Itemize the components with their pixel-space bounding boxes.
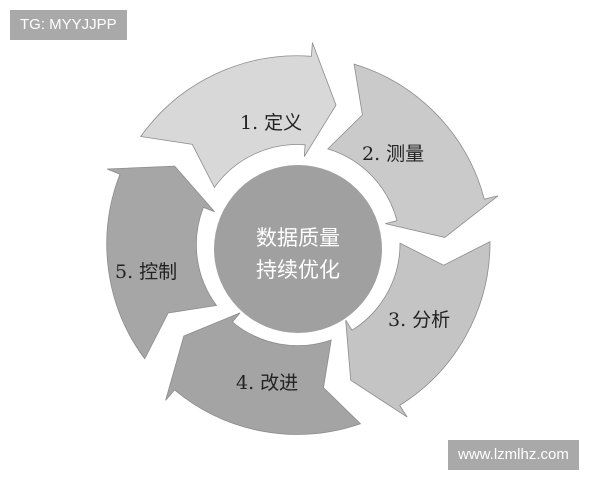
segment-label-analyze: 3. 分析 [388,309,450,331]
segment-label-improve: 4. 改进 [236,372,298,394]
center-circle [214,165,382,333]
watermark-bottom-right: www.lzmlhz.com [448,440,579,470]
segment-define-arrow [139,42,337,189]
segment-control-arrow [106,165,218,360]
segment-improve-arrow [165,312,362,435]
watermark-top-left: TG: MYYJJPP [10,10,127,40]
segment-label-measure: 2. 测量 [362,143,424,165]
segment-analyze-arrow [345,241,491,418]
segment-label-control: 5. 控制 [115,261,177,283]
center-title-line2: 持续优化 [256,258,340,282]
segment-measure-arrow [327,63,499,238]
center-title-line1: 数据质量 [256,226,340,250]
segment-label-define: 1. 定义 [240,112,302,134]
